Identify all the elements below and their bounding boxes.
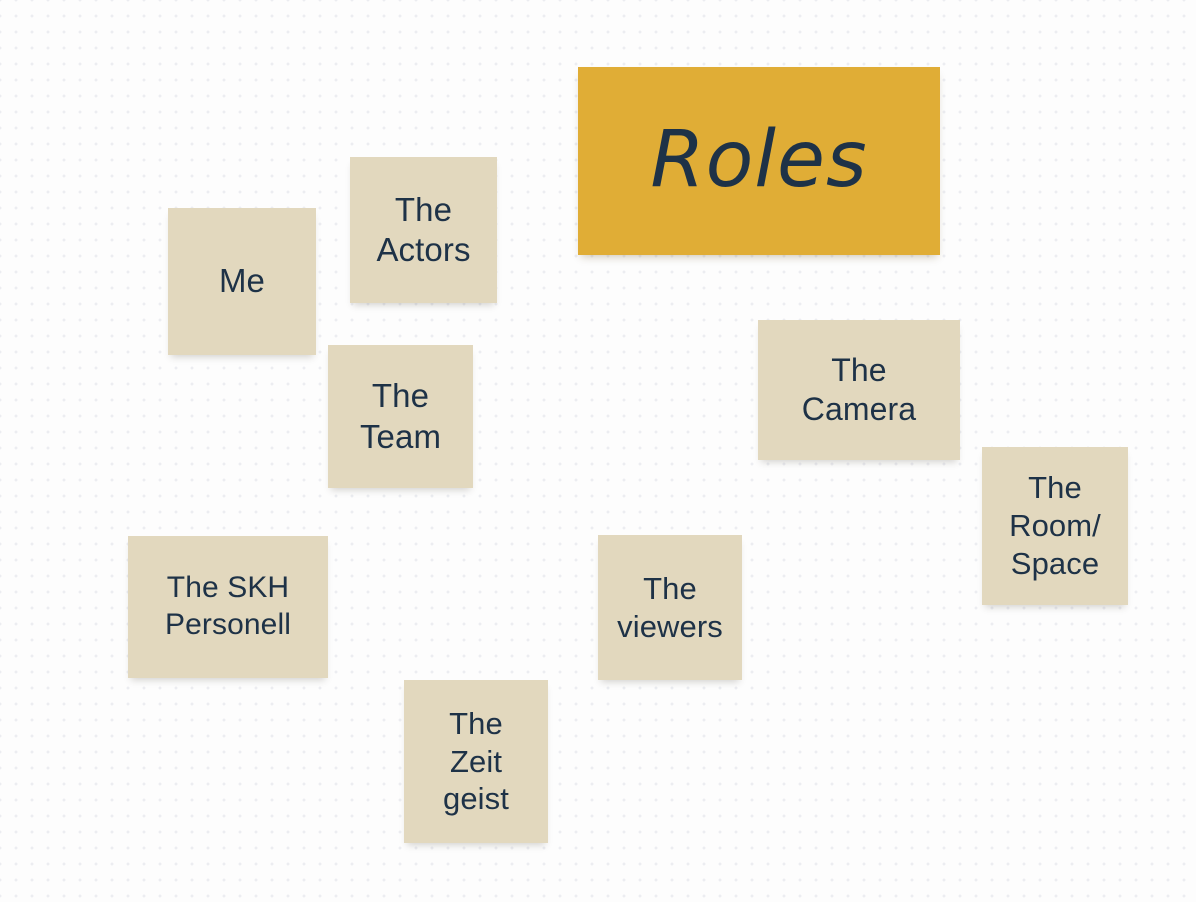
sticky-note-label: The SKH Personell: [165, 571, 291, 641]
sticky-note-the-actors[interactable]: The Actors: [350, 157, 497, 303]
sticky-note-the-skh-personell[interactable]: The SKH Personell: [128, 536, 328, 678]
sticky-note-the-camera[interactable]: The Camera: [758, 320, 960, 460]
sticky-note-the-room-space[interactable]: The Room/ Space: [982, 447, 1128, 605]
sticky-note-label: The Camera: [801, 351, 917, 427]
title-card-roles[interactable]: Roles: [578, 67, 940, 255]
sticky-note-the-team[interactable]: The Team: [328, 345, 473, 488]
sticky-note-me[interactable]: Me: [168, 208, 316, 355]
sticky-note-the-zeitgeist[interactable]: The Zeit geist: [404, 680, 548, 843]
sticky-note-the-viewers[interactable]: The viewers: [598, 535, 742, 680]
title-card-label: Roles: [650, 115, 868, 206]
sticky-note-label: The Team: [359, 377, 442, 455]
sticky-note-label: The Zeit geist: [443, 705, 509, 817]
sticky-note-label: The Room/ Space: [1009, 470, 1101, 581]
sticky-note-label: The Actors: [376, 190, 471, 268]
sticky-note-label: The viewers: [617, 570, 723, 644]
sticky-note-label: Me: [218, 262, 266, 300]
